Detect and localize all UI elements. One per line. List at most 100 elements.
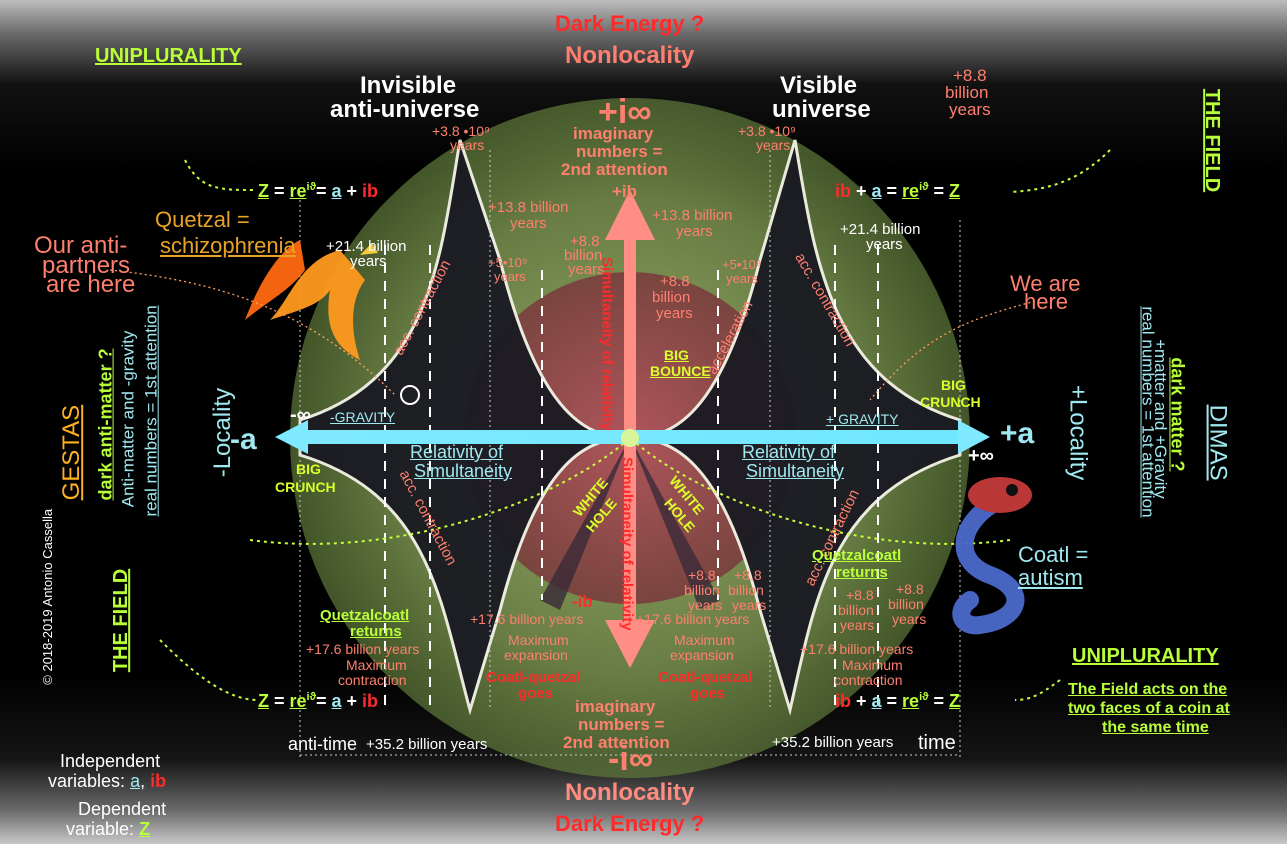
b5-right-1: +5•10⁹	[722, 257, 762, 272]
vertical-imaginary-axis	[605, 190, 655, 668]
imaginary-top-1: imaginary	[573, 124, 654, 143]
relativity-right-2: Simultaneity	[746, 461, 845, 481]
field-acts-3: the same time	[1102, 719, 1209, 736]
b5-left-1: +5•10⁹	[488, 255, 528, 270]
quetzalcoatl-right-1: Quetzalcoatl	[812, 547, 902, 564]
field-acts-2: two faces of a coin at	[1068, 700, 1230, 717]
b88-center2-1: +8.8	[660, 273, 690, 290]
white-hole-cones	[540, 438, 720, 610]
big-bounce-2: BOUNCE	[650, 363, 711, 379]
we-are-here-1: We are	[1010, 271, 1081, 296]
anti-universe-title: anti-universe	[330, 96, 480, 123]
gestas-label: GESTAS	[58, 404, 86, 501]
b88-lo-mid2-2: billion	[728, 582, 764, 598]
coatl-label: Coatl =	[1018, 542, 1089, 567]
b38-right-1: +3.8 •10⁹	[738, 123, 796, 139]
time-label: time	[918, 732, 956, 754]
real-numbers-left: real numbers = 1st attention	[141, 305, 161, 517]
copyright-circle-c	[400, 385, 420, 405]
dependent-label: Dependent	[78, 799, 167, 819]
formula-left-top: Z = reiϑ= a + ib	[258, 181, 379, 201]
max-contraction-left-1: Maximum	[346, 657, 407, 673]
copyright: © 2018-2019 Antonio Cassella	[40, 508, 56, 685]
b176-left: +17.6 billion years	[306, 641, 420, 657]
minus-infinity: -∞	[290, 404, 311, 426]
schizophrenia-label: schizophrenia	[160, 233, 296, 258]
uniplurality-right: UNIPLURALITY	[1072, 645, 1219, 667]
b88-lo-far-1: +8.8	[896, 581, 924, 597]
plus-locality: +Locality	[1064, 384, 1092, 481]
max-expansion-right-2: expansion	[670, 647, 734, 663]
independent-variables: variables: a, ib	[48, 771, 167, 791]
minus-i-infinity: -i∞	[608, 740, 654, 778]
gravity-right: + GRAVITY	[826, 411, 899, 427]
big-crunch-right-2: CRUNCH	[920, 394, 981, 410]
coatl-quetzal-left-2: goes	[518, 685, 554, 702]
big-crunch-left-2: CRUNCH	[275, 479, 336, 495]
imaginary-top-3: 2nd attention	[561, 160, 668, 179]
b88-lo-right-2: billion	[838, 602, 874, 618]
b214-left-2: years	[350, 253, 387, 270]
relativity-left-1: Relativity of	[410, 442, 504, 462]
top-dark-energy: Dark Energy ?	[555, 11, 705, 36]
b88-lo-mid-3: years	[688, 597, 723, 613]
simultaneity-lower: Simultaneity of relativity	[618, 457, 636, 631]
b88-lo-far-3: years	[892, 611, 927, 627]
max-expansion-left-2: expansion	[504, 647, 568, 663]
plus-88-right-3: years	[949, 100, 991, 119]
leader-lines	[109, 269, 1041, 401]
max-contraction-right-2: contraction	[834, 672, 903, 688]
anti-partners-1: Our anti-	[34, 232, 128, 259]
quetzalcoatl-left-1: Quetzalcoatl	[320, 607, 410, 624]
b138-left-2: years	[510, 215, 547, 232]
relativity-right-1: Relativity of	[742, 442, 836, 462]
quetzal-label: Quetzal =	[155, 207, 250, 232]
the-field-right: THE FIELD	[1201, 88, 1224, 193]
plus-ib: +ib	[612, 182, 638, 201]
b88-lo-mid-2: billion	[684, 582, 720, 598]
imaginary-bot-3: 2nd attention	[563, 733, 670, 752]
quetzalcoatl-right-2: returns	[836, 564, 888, 581]
simultaneity-upper: Simultaneity of relativity	[598, 257, 616, 431]
big-bounce-point	[621, 429, 639, 447]
big-bounce-1: BIG	[664, 347, 689, 363]
gravity-left: -GRAVITY	[330, 409, 396, 425]
we-are-here-2: here	[1024, 289, 1069, 314]
b88-center2-2: billion	[652, 289, 691, 306]
autism-label: autism	[1018, 565, 1083, 590]
b88-center-3: years	[568, 261, 605, 278]
b88-lo-far-2: billion	[888, 596, 924, 612]
b88-center2-3: years	[656, 305, 693, 322]
real-numbers-right: real numbers = 1st attention	[1138, 306, 1158, 518]
b38-left-2: years	[450, 137, 485, 153]
dimas-label: DIMAS	[1204, 404, 1232, 481]
b138-left-1: +13.8 billion	[488, 199, 569, 216]
dark-matter: dark matter ?	[1167, 357, 1188, 472]
b88-center-2: billion	[564, 247, 603, 264]
b88-lo-mid2-3: years	[732, 597, 767, 613]
green-dotted-curves	[159, 149, 1111, 701]
b352-right: +35.2 billion years	[772, 734, 894, 751]
field-acts-1: The Field acts on the	[1068, 681, 1228, 698]
coatl-quetzal-right-1: Coatl-quetzal	[658, 669, 753, 686]
quetzalcoatl-left-2: returns	[350, 623, 402, 640]
plus-88-right-1: +8.8	[953, 66, 987, 85]
b138-right-2: years	[676, 223, 713, 240]
uniplurality-left: UNIPLURALITY	[95, 45, 242, 67]
anti-partners-2: partners	[42, 252, 131, 279]
minus-ib: -ib	[572, 592, 593, 611]
plus-a-axis: +a	[1000, 417, 1035, 450]
big-crunch-left-1: BIG	[296, 461, 321, 477]
b88-center-1: +8.8	[570, 233, 600, 250]
independent-label: Independent	[60, 751, 161, 771]
relativity-left-2: Simultaneity	[414, 461, 513, 481]
anti-time-label: anti-time	[288, 734, 358, 754]
anti-matter-gravity: Anti-matter and -gravity	[118, 330, 138, 508]
invisible-title: Invisible	[360, 72, 457, 99]
imaginary-top-2: numbers =	[576, 142, 663, 161]
coatl-serpent	[952, 477, 1032, 635]
cosmic-trumpets	[298, 139, 962, 716]
max-contraction-left-2: contraction	[338, 672, 407, 688]
max-contraction-right-1: Maximum	[842, 657, 903, 673]
